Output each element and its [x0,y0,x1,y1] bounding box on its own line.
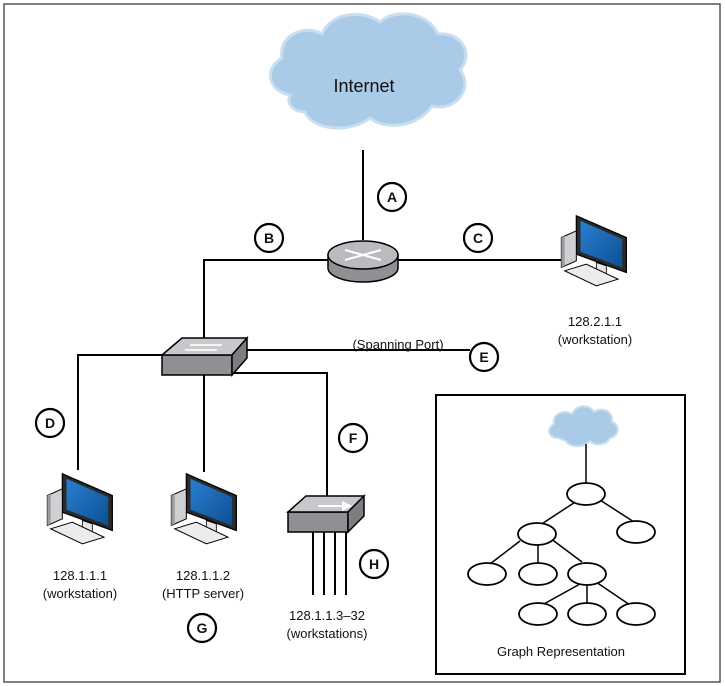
badge-h: H [358,548,390,580]
graph-edges [489,444,635,606]
badge-d: D [34,407,66,439]
remote-ws-role: (workstation) [558,332,632,347]
ws1-ip: 128.1.1.1 [53,568,107,583]
link-d [77,354,168,470]
graph-caption: Graph Representation [497,644,625,659]
badge-f-text: F [349,430,358,446]
badge-f: F [337,422,369,454]
remote-ws-ip: 128.2.1.1 [568,314,622,329]
badge-g: G [186,612,218,644]
link-b [203,259,330,340]
badge-a: A [376,181,408,213]
router-icon [327,240,399,283]
workstation-icon [46,473,113,545]
graph-nodes [467,482,656,626]
badge-c: C [462,222,494,254]
hub-ws-ip: 128.1.1.3–32 [289,608,365,623]
remote-workstation-icon [560,215,627,287]
connection-lines [77,150,570,595]
badge-h-text: H [369,556,379,572]
graph-panel: Graph Representation [435,394,686,675]
badge-a-text: A [387,189,397,205]
badge-b-text: B [264,230,274,246]
badge-d-text: D [45,415,55,431]
http-ip: 128.1.1.2 [176,568,230,583]
graph-cloud-icon [548,405,619,448]
http-role: (HTTP server) [162,586,244,601]
badge-c-text: C [473,230,483,246]
badge-b: B [253,222,285,254]
switch-icon [159,336,249,377]
internet-label: Internet [333,76,394,96]
http-server-icon [170,473,238,545]
ws1-role: (workstation) [43,586,117,601]
link-f [225,372,328,500]
hub-ws-role: (workstations) [287,626,368,641]
internet-cloud-icon [269,12,468,130]
outer-frame [3,3,721,683]
hub-icon [286,494,366,534]
badge-g-text: G [197,620,208,636]
badge-e: E [468,341,500,373]
spanning-port-label: (Spanning Port) [352,337,443,352]
badge-e-text: E [479,349,488,365]
